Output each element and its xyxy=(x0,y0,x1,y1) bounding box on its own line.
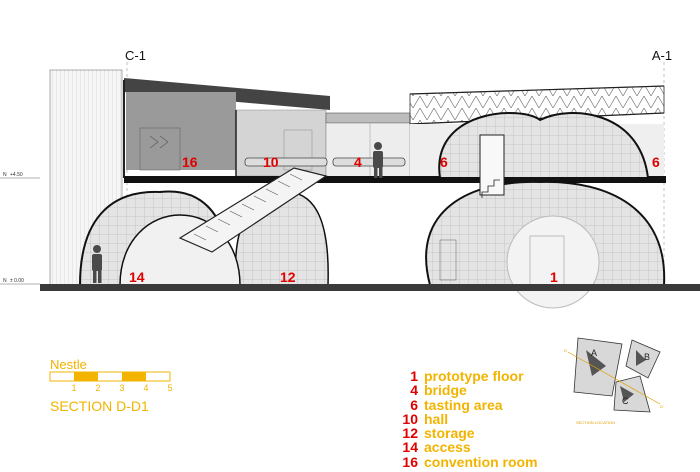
floor-slab xyxy=(124,176,666,183)
svg-text:A: A xyxy=(591,348,597,358)
level-marker-ground: N ± 0.00 xyxy=(0,278,40,285)
svg-text:2: 2 xyxy=(95,383,100,393)
svg-text:D': D' xyxy=(660,404,664,409)
svg-text:+4.50: +4.50 xyxy=(10,172,23,178)
room-tag-14: 14 xyxy=(129,269,145,285)
bridge xyxy=(325,112,411,179)
brand-label: Nestle xyxy=(50,357,87,372)
left-domes xyxy=(78,190,329,286)
section-title: SECTION D-D1 xyxy=(50,398,149,414)
railing-bridge xyxy=(332,157,406,167)
svg-text:N: N xyxy=(3,278,7,284)
person-figure-ground xyxy=(92,245,102,283)
room-tag-1: 1 xyxy=(550,269,558,285)
right-domes xyxy=(425,112,666,309)
svg-text:5: 5 xyxy=(167,383,172,393)
svg-text:D: D xyxy=(564,348,567,353)
room-tag-12: 12 xyxy=(280,269,296,285)
ground-line xyxy=(40,284,700,291)
room-tag-16: 16 xyxy=(182,154,198,170)
room-tag-6-right: 6 xyxy=(652,154,660,170)
svg-text:1: 1 xyxy=(71,383,76,393)
room-tag-6-left: 6 xyxy=(440,154,448,170)
key-plan-caption: SECTION LOCATION xyxy=(576,420,615,425)
grid-label-a1: A-1 xyxy=(652,48,672,63)
staircase xyxy=(178,167,328,253)
person-figure-bridge xyxy=(373,142,383,178)
room-tag-4: 4 xyxy=(354,154,362,170)
room-tag-10: 10 xyxy=(263,154,279,170)
svg-text:4: 4 xyxy=(143,383,148,393)
railing xyxy=(244,157,328,167)
key-plan: A B C D D' SECTION LOCATION xyxy=(564,337,664,425)
svg-text:C: C xyxy=(622,396,629,406)
svg-text:± 0.00: ± 0.00 xyxy=(10,278,24,284)
scale-bar: 1 2 3 4 5 xyxy=(49,371,173,393)
svg-text:3: 3 xyxy=(119,383,124,393)
svg-text:B: B xyxy=(644,352,650,362)
grid-label-c1: C-1 xyxy=(125,48,146,63)
level-marker-upper: N +4.50 xyxy=(0,172,40,179)
svg-text:N: N xyxy=(3,172,7,178)
